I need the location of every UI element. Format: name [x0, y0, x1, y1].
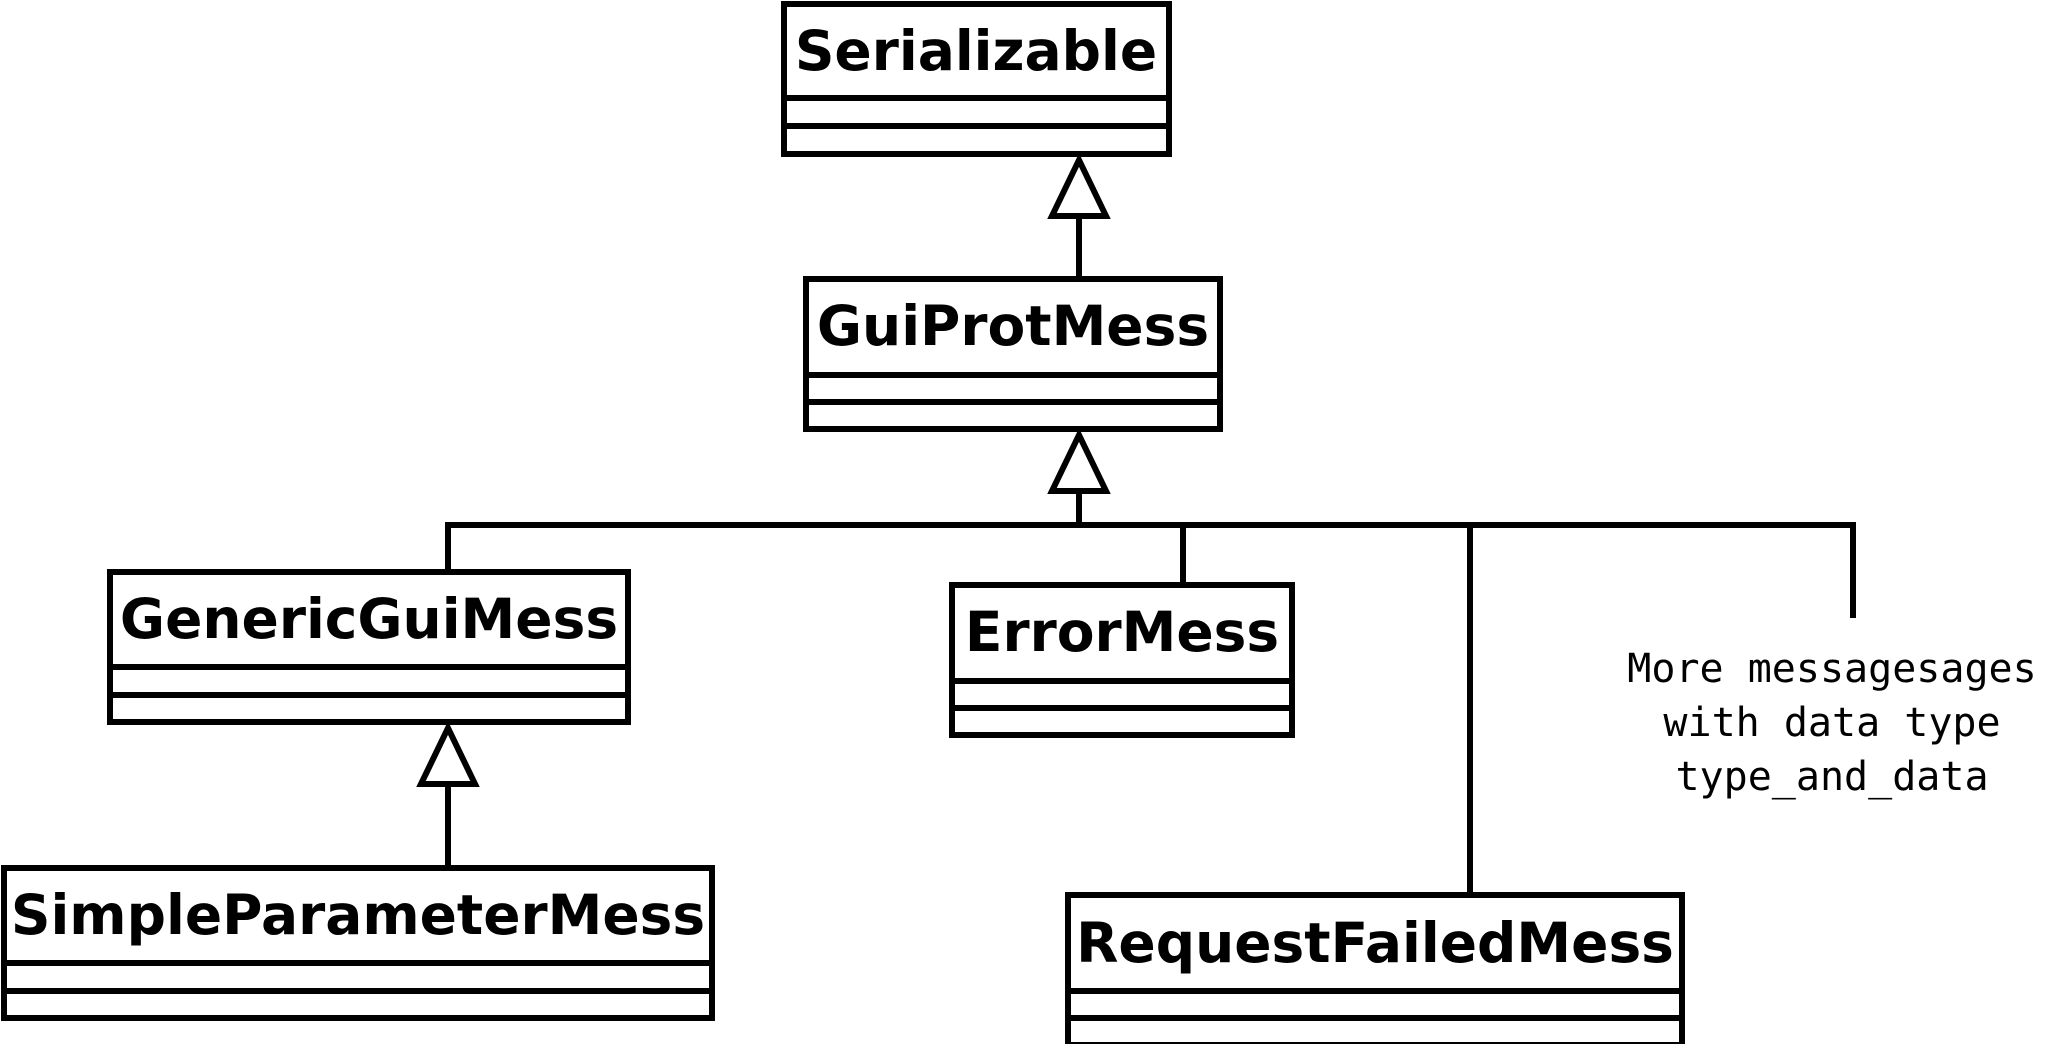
inheritance-arrowhead — [416, 721, 480, 787]
class-generic-gui-mess[interactable]: GenericGuiMess — [107, 569, 631, 725]
class-name-error-mess: ErrorMess — [965, 600, 1279, 664]
generalization-simple-parameter-mess-to-generic-gui-mess — [416, 721, 480, 868]
note-line-1: More messagesages — [1627, 646, 2036, 692]
class-name-generic-gui-mess: GenericGuiMess — [120, 587, 618, 651]
class-error-mess[interactable]: ErrorMess — [949, 582, 1295, 738]
more-messages-note: More messagesages with data type type_an… — [1627, 646, 2036, 800]
class-serializable[interactable]: Serializable — [781, 1, 1172, 157]
class-name-gui-prot-mess: GuiProtMess — [817, 294, 1209, 358]
class-name-request-failed-mess: RequestFailedMess — [1076, 911, 1674, 975]
generalization-tree-to-gui-prot-mess — [445, 428, 1856, 895]
inheritance-arrowhead — [1047, 428, 1111, 494]
class-name-simple-parameter-mess: SimpleParameterMess — [11, 883, 705, 947]
inheritance-arrowhead — [1047, 153, 1111, 219]
generalization-gui-prot-mess-to-serializable — [1047, 153, 1111, 279]
note-line-2: with data type — [1663, 700, 2000, 746]
class-request-failed-mess[interactable]: RequestFailedMess — [1065, 892, 1685, 1044]
note-line-3: type_and_data — [1675, 754, 1988, 800]
class-name-serializable: Serializable — [795, 19, 1157, 83]
class-gui-prot-mess[interactable]: GuiProtMess — [803, 276, 1223, 432]
class-simple-parameter-mess[interactable]: SimpleParameterMess — [1, 865, 715, 1021]
